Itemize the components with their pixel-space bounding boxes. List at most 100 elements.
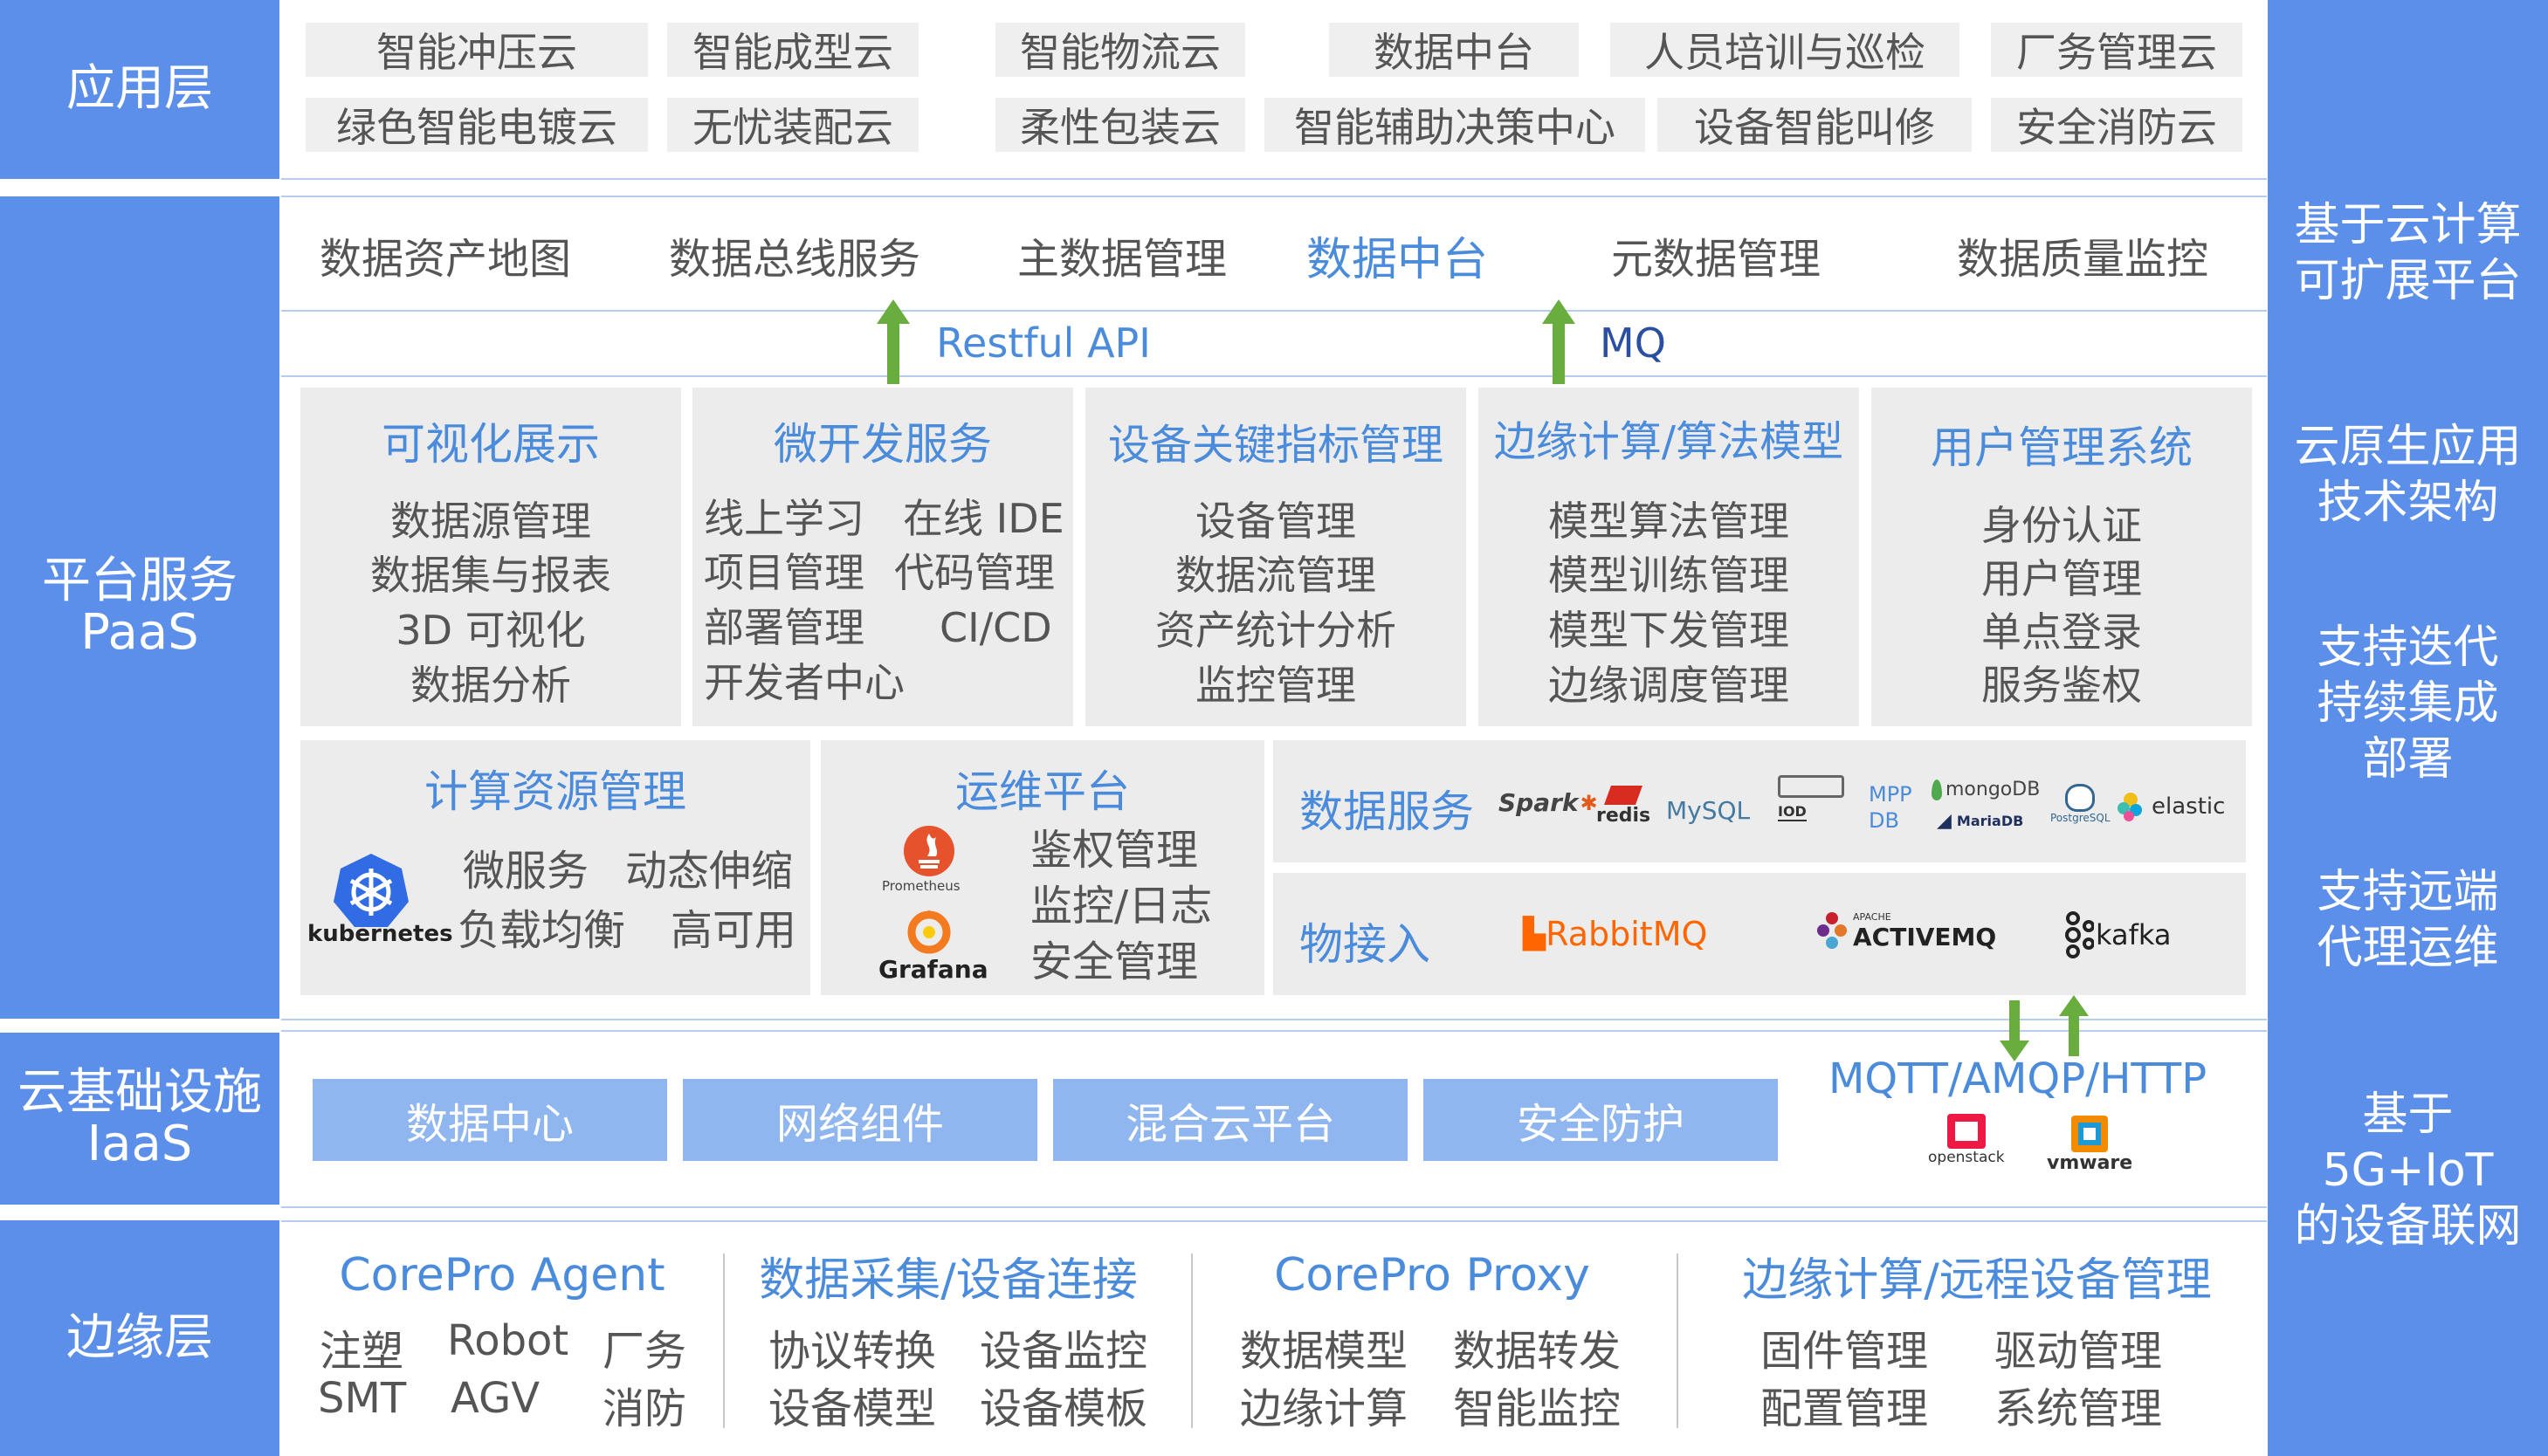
postgresql-logo-text: PostgreSQL bbox=[2050, 812, 2111, 824]
app-chip[interactable]: 智能成型云 bbox=[667, 23, 919, 77]
layer-paas-sub: PaaS bbox=[80, 604, 199, 661]
module-title: 设备关键指标管理 bbox=[1107, 421, 1443, 470]
app-chip[interactable]: 无忧装配云 bbox=[667, 98, 919, 152]
iaas-security-button[interactable]: 安全防护 bbox=[1423, 1079, 1778, 1161]
app-chip[interactable]: 数据中台 bbox=[1329, 23, 1579, 77]
spark-logo: Spark ✱ bbox=[1498, 788, 1598, 817]
separator bbox=[281, 1220, 2267, 1222]
app-chip[interactable]: 智能物流云 bbox=[995, 23, 1245, 77]
separator bbox=[281, 1019, 2267, 1020]
dc-item[interactable]: 数据总线服务 bbox=[668, 235, 920, 284]
edge-proxy-item: 智能监控 bbox=[1453, 1384, 1622, 1433]
module-item: 设备管理 bbox=[1195, 498, 1356, 545]
app-chip[interactable]: 安全消防云 bbox=[1991, 98, 2242, 152]
mariadb-logo-text: MariaDB bbox=[1956, 813, 2024, 829]
app-chip[interactable]: 智能冲压云 bbox=[306, 23, 648, 77]
layer-iaas: 云基础设施 IaaS bbox=[0, 1033, 279, 1205]
feature-text: 支持迭代 bbox=[2317, 622, 2499, 674]
module-item: 监控管理 bbox=[1195, 662, 1356, 709]
feature-text: 基于云计算 bbox=[2294, 199, 2522, 251]
ops-platform-box bbox=[821, 740, 1264, 995]
module-kpi bbox=[1085, 388, 1466, 726]
mysql-logo: MySQL bbox=[1666, 796, 1750, 825]
iaas-button-label: 数据中心 bbox=[405, 1100, 574, 1149]
edge-agent-item: 厂务 bbox=[603, 1327, 687, 1376]
mariadb-seal-icon: ◢ bbox=[1937, 810, 1952, 832]
arrow-up-icon bbox=[2059, 995, 2089, 1056]
rabbitmq-logo-text: RabbitMQ bbox=[1546, 915, 1708, 953]
module-item: 开发者中心 bbox=[704, 659, 905, 706]
postgresql-logo: PostgreSQL bbox=[2050, 784, 2111, 824]
app-chip[interactable]: 厂务管理云 bbox=[1991, 23, 2242, 77]
mongodb-logo-text: mongoDB bbox=[1945, 779, 2041, 800]
edge-agent-item: Robot bbox=[447, 1316, 569, 1365]
layer-paas: 平台服务 PaaS bbox=[0, 196, 279, 1019]
ops-item: 监控/日志 bbox=[1030, 882, 1213, 931]
module-edge-algo bbox=[1478, 388, 1859, 726]
mongodb-logo: mongoDB bbox=[1932, 779, 2040, 800]
prometheus-icon bbox=[904, 826, 954, 876]
iaas-datacenter-button[interactable]: 数据中心 bbox=[313, 1079, 667, 1161]
edge-agent-item: AGV bbox=[451, 1374, 541, 1423]
iod-logo-text: IOD bbox=[1778, 803, 1807, 821]
feature-text: 的设备联网 bbox=[2294, 1200, 2522, 1253]
app-chip[interactable]: 柔性包装云 bbox=[995, 98, 1245, 152]
edge-remote-item: 驱动管理 bbox=[1994, 1327, 2163, 1376]
kafka-logo: kafka bbox=[2064, 911, 2171, 958]
layer-application: 应用层 bbox=[0, 0, 279, 179]
feature-text: 可扩展平台 bbox=[2294, 255, 2522, 307]
redis-logo: redis bbox=[1596, 786, 1650, 827]
module-item: 用户管理 bbox=[1981, 555, 2142, 602]
compute-title: 计算资源管理 bbox=[424, 766, 686, 817]
edge-agent-item: 注塑 bbox=[320, 1327, 404, 1376]
edge-collect-item: 设备模型 bbox=[768, 1384, 937, 1433]
app-chip[interactable]: 智能辅助决策中心 bbox=[1264, 98, 1645, 152]
ops-item: 安全管理 bbox=[1030, 937, 1199, 986]
module-item: 在线 IDE bbox=[903, 495, 1064, 542]
module-item: 模型算法管理 bbox=[1548, 498, 1789, 545]
app-chip-label: 柔性包装云 bbox=[1020, 104, 1221, 151]
layer-edge: 边缘层 bbox=[0, 1220, 279, 1456]
spark-logo-text: Spark bbox=[1498, 788, 1579, 817]
iaas-network-button[interactable]: 网络组件 bbox=[683, 1079, 1037, 1161]
app-chip-label: 绿色智能电镀云 bbox=[336, 104, 617, 151]
module-item: 线上学习 bbox=[704, 495, 864, 542]
module-item: 单点登录 bbox=[1981, 608, 2142, 656]
mysql-logo-text: MySQL bbox=[1666, 796, 1751, 825]
data-service-title: 数据服务 bbox=[1299, 786, 1474, 837]
dc-item-highlight[interactable]: 数据中台 bbox=[1305, 233, 1488, 286]
module-title: 可视化展示 bbox=[382, 419, 600, 470]
app-chip[interactable]: 设备智能叫修 bbox=[1657, 98, 1972, 152]
edge-proxy-item: 边缘计算 bbox=[1240, 1384, 1408, 1433]
edge-remote-item: 固件管理 bbox=[1760, 1327, 1929, 1376]
iaas-button-label: 混合云平台 bbox=[1125, 1100, 1335, 1149]
compute-item: 负载均衡 bbox=[458, 906, 626, 955]
arrow-up-icon bbox=[877, 299, 910, 384]
mariadb-logo: ◢ MariaDB bbox=[1937, 810, 2023, 832]
app-chip-label: 设备智能叫修 bbox=[1694, 104, 1935, 151]
iod-icon bbox=[1778, 775, 1844, 798]
app-chip[interactable]: 人员培训与巡检 bbox=[1610, 23, 1959, 77]
dc-item[interactable]: 数据质量监控 bbox=[1956, 235, 2208, 284]
iaas-hybrid-cloud-button[interactable]: 混合云平台 bbox=[1053, 1079, 1408, 1161]
dc-item[interactable]: 主数据管理 bbox=[1016, 235, 1227, 284]
layer-edge-label: 边缘层 bbox=[66, 1308, 213, 1366]
iot-access-box bbox=[1273, 873, 2246, 995]
module-microdev bbox=[692, 388, 1073, 726]
dc-item[interactable]: 元数据管理 bbox=[1610, 235, 1821, 284]
feature-text: 技术架构 bbox=[2317, 477, 2499, 529]
iot-access-title: 物接入 bbox=[1299, 919, 1430, 970]
kafka-logo-text: kafka bbox=[2096, 918, 2172, 951]
edge-agent-title: CorePro Agent bbox=[339, 1249, 665, 1301]
redis-logo-text: redis bbox=[1596, 805, 1651, 827]
vmware-logo: vmware bbox=[2047, 1116, 2132, 1174]
openstack-logo: openstack bbox=[1928, 1114, 2005, 1166]
grafana-logo-text: Grafana bbox=[878, 955, 988, 984]
app-chip-label: 人员培训与巡检 bbox=[1644, 29, 1925, 76]
dc-item[interactable]: 数据资产地图 bbox=[319, 235, 571, 284]
compute-item: 动态伸缩 bbox=[625, 847, 794, 896]
edge-divider bbox=[1191, 1253, 1193, 1428]
edge-agent-item: 消防 bbox=[603, 1384, 687, 1433]
app-chip[interactable]: 绿色智能电镀云 bbox=[306, 98, 648, 152]
elastic-logo: elastic bbox=[2115, 791, 2225, 822]
